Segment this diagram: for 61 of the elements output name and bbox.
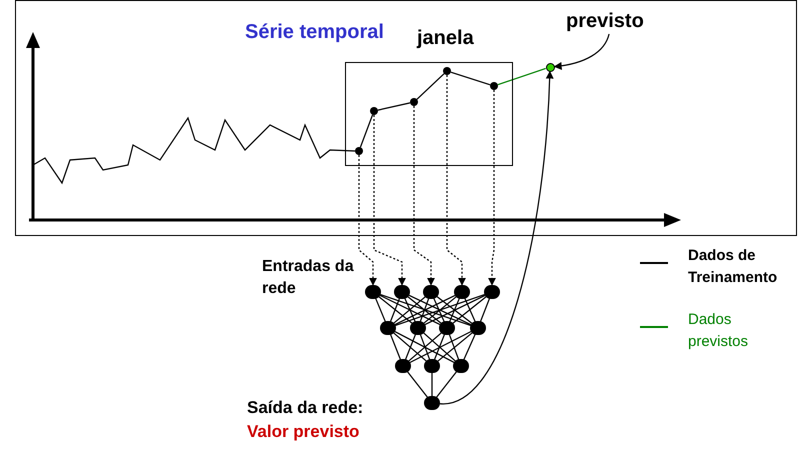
connector-line	[433, 298, 445, 322]
data-point	[410, 98, 418, 106]
connector-line	[408, 332, 442, 362]
connector-line	[378, 296, 412, 324]
arrow	[358, 155, 377, 286]
connector-line	[448, 334, 460, 360]
connector-line	[390, 334, 401, 360]
legend-label: Dados de Treinamento	[688, 246, 778, 288]
output-value-caption: Valor previsto	[247, 421, 360, 443]
arrow	[488, 90, 496, 286]
window-label: janela	[417, 26, 474, 50]
connector-line	[437, 332, 473, 362]
data-point	[443, 67, 451, 75]
connector-line	[424, 294, 486, 326]
connector-line	[395, 294, 485, 326]
arrow	[373, 115, 406, 286]
chart-title: Série temporal	[245, 20, 384, 45]
connector-line	[498, 68, 546, 86]
connector-line	[436, 296, 472, 324]
connector-line	[452, 296, 486, 324]
connector-line	[378, 102, 410, 111]
connector-line	[375, 298, 386, 322]
connector-line	[393, 296, 426, 324]
connector-line	[390, 298, 400, 322]
connector-line	[434, 334, 445, 360]
connector-line	[394, 331, 454, 363]
connector-line	[408, 294, 472, 326]
arrow	[446, 75, 466, 286]
connector-line	[431, 373, 433, 396]
data-point	[546, 62, 554, 72]
connector-line	[407, 371, 428, 398]
arrow	[554, 34, 610, 70]
prediction-label: previsto	[566, 8, 658, 34]
connector-line	[423, 296, 457, 324]
connector-line	[463, 334, 476, 360]
connector-line	[464, 298, 476, 322]
legend-label: Dados previstos	[688, 310, 750, 352]
connector-line	[360, 114, 374, 148]
data-point	[355, 147, 363, 155]
connector-line	[405, 334, 416, 360]
connector-line	[480, 298, 490, 322]
connector-line	[423, 332, 456, 362]
data-point	[490, 82, 498, 90]
connector-line	[380, 294, 440, 326]
input-caption: Entradas da rede	[262, 257, 354, 299]
connector-line	[393, 332, 427, 362]
connector-line	[380, 294, 471, 326]
connector-line	[450, 72, 490, 86]
connector-line	[410, 330, 472, 364]
connector-line	[416, 73, 444, 100]
data-point	[370, 107, 378, 115]
connector-line	[449, 298, 460, 322]
connector-line	[420, 334, 430, 360]
connector-line	[436, 371, 457, 398]
arrow	[413, 106, 435, 286]
connector-line	[420, 298, 430, 322]
arrow	[440, 70, 554, 404]
output-caption: Saída da rede:	[247, 397, 364, 419]
connector-line	[394, 294, 456, 326]
connector-line	[404, 298, 416, 322]
connector-line	[408, 296, 442, 324]
